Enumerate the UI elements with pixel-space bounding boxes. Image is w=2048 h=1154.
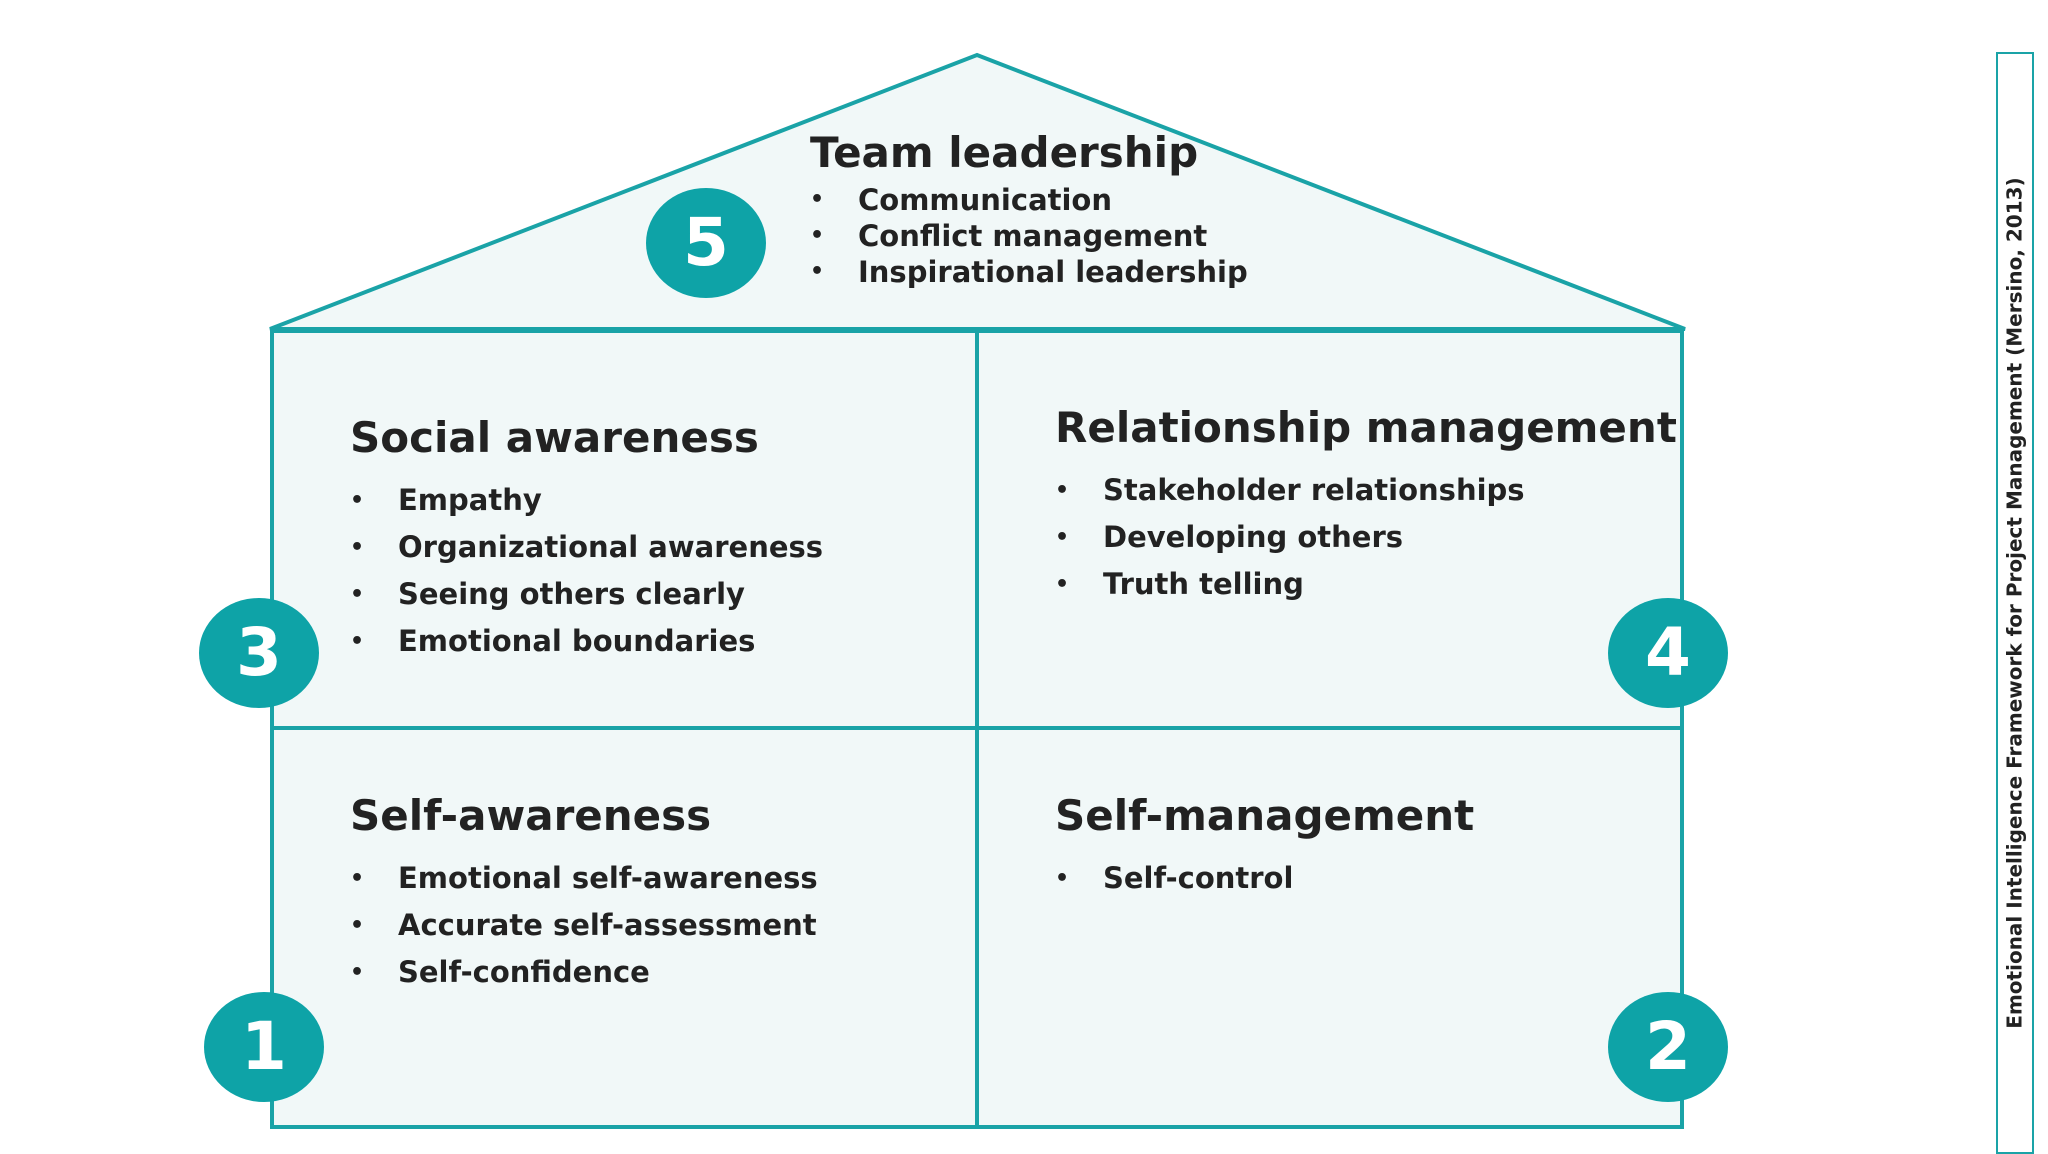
section-self-management: Self-management Self-control <box>1055 791 1475 902</box>
list-item: Self-confidence <box>350 949 818 996</box>
list-item: Stakeholder relationships <box>1055 467 1677 514</box>
list-item: Developing others <box>1055 514 1677 561</box>
caption-text: Emotional Intelligence Framework for Pro… <box>2003 177 2027 1029</box>
list-item: Conflict management <box>810 218 1248 254</box>
list-item: Self-control <box>1055 855 1474 902</box>
section-title: Relationship management <box>1055 403 1677 452</box>
item-list: Self-control <box>1055 855 1474 902</box>
section-team-leadership: Team leadership Communication Conflict m… <box>810 128 1248 290</box>
section-title: Social awareness <box>350 413 759 462</box>
list-item: Emotional boundaries <box>350 618 823 665</box>
list-item: Emotional self-awareness <box>350 855 818 902</box>
badge-4: 4 <box>1608 598 1728 708</box>
section-social-awareness: Social awareness Empathy Organizational … <box>350 413 823 665</box>
item-list: Emotional self-awareness Accurate self-a… <box>350 855 818 996</box>
list-item: Empathy <box>350 477 823 524</box>
item-list: Empathy Organizational awareness Seeing … <box>350 477 823 665</box>
section-self-awareness: Self-awareness Emotional self-awareness … <box>350 791 818 996</box>
section-title: Team leadership <box>810 128 1199 177</box>
badge-5: 5 <box>646 188 766 298</box>
list-item: Organizational awareness <box>350 524 823 571</box>
item-list: Stakeholder relationships Developing oth… <box>1055 467 1677 608</box>
list-item: Truth telling <box>1055 561 1677 608</box>
section-relationship-management: Relationship management Stakeholder rela… <box>1055 403 1677 608</box>
figure-caption: Emotional Intelligence Framework for Pro… <box>1996 52 2034 1154</box>
list-item: Communication <box>810 182 1248 218</box>
badge-2: 2 <box>1608 992 1728 1102</box>
badge-3: 3 <box>199 598 319 708</box>
list-item: Seeing others clearly <box>350 571 823 618</box>
section-title: Self-awareness <box>350 791 712 840</box>
list-item: Accurate self-assessment <box>350 902 818 949</box>
badge-1: 1 <box>204 992 324 1102</box>
section-title: Self-management <box>1055 791 1475 840</box>
item-list: Communication Conflict management Inspir… <box>810 182 1248 290</box>
list-item: Inspirational leadership <box>810 254 1248 290</box>
